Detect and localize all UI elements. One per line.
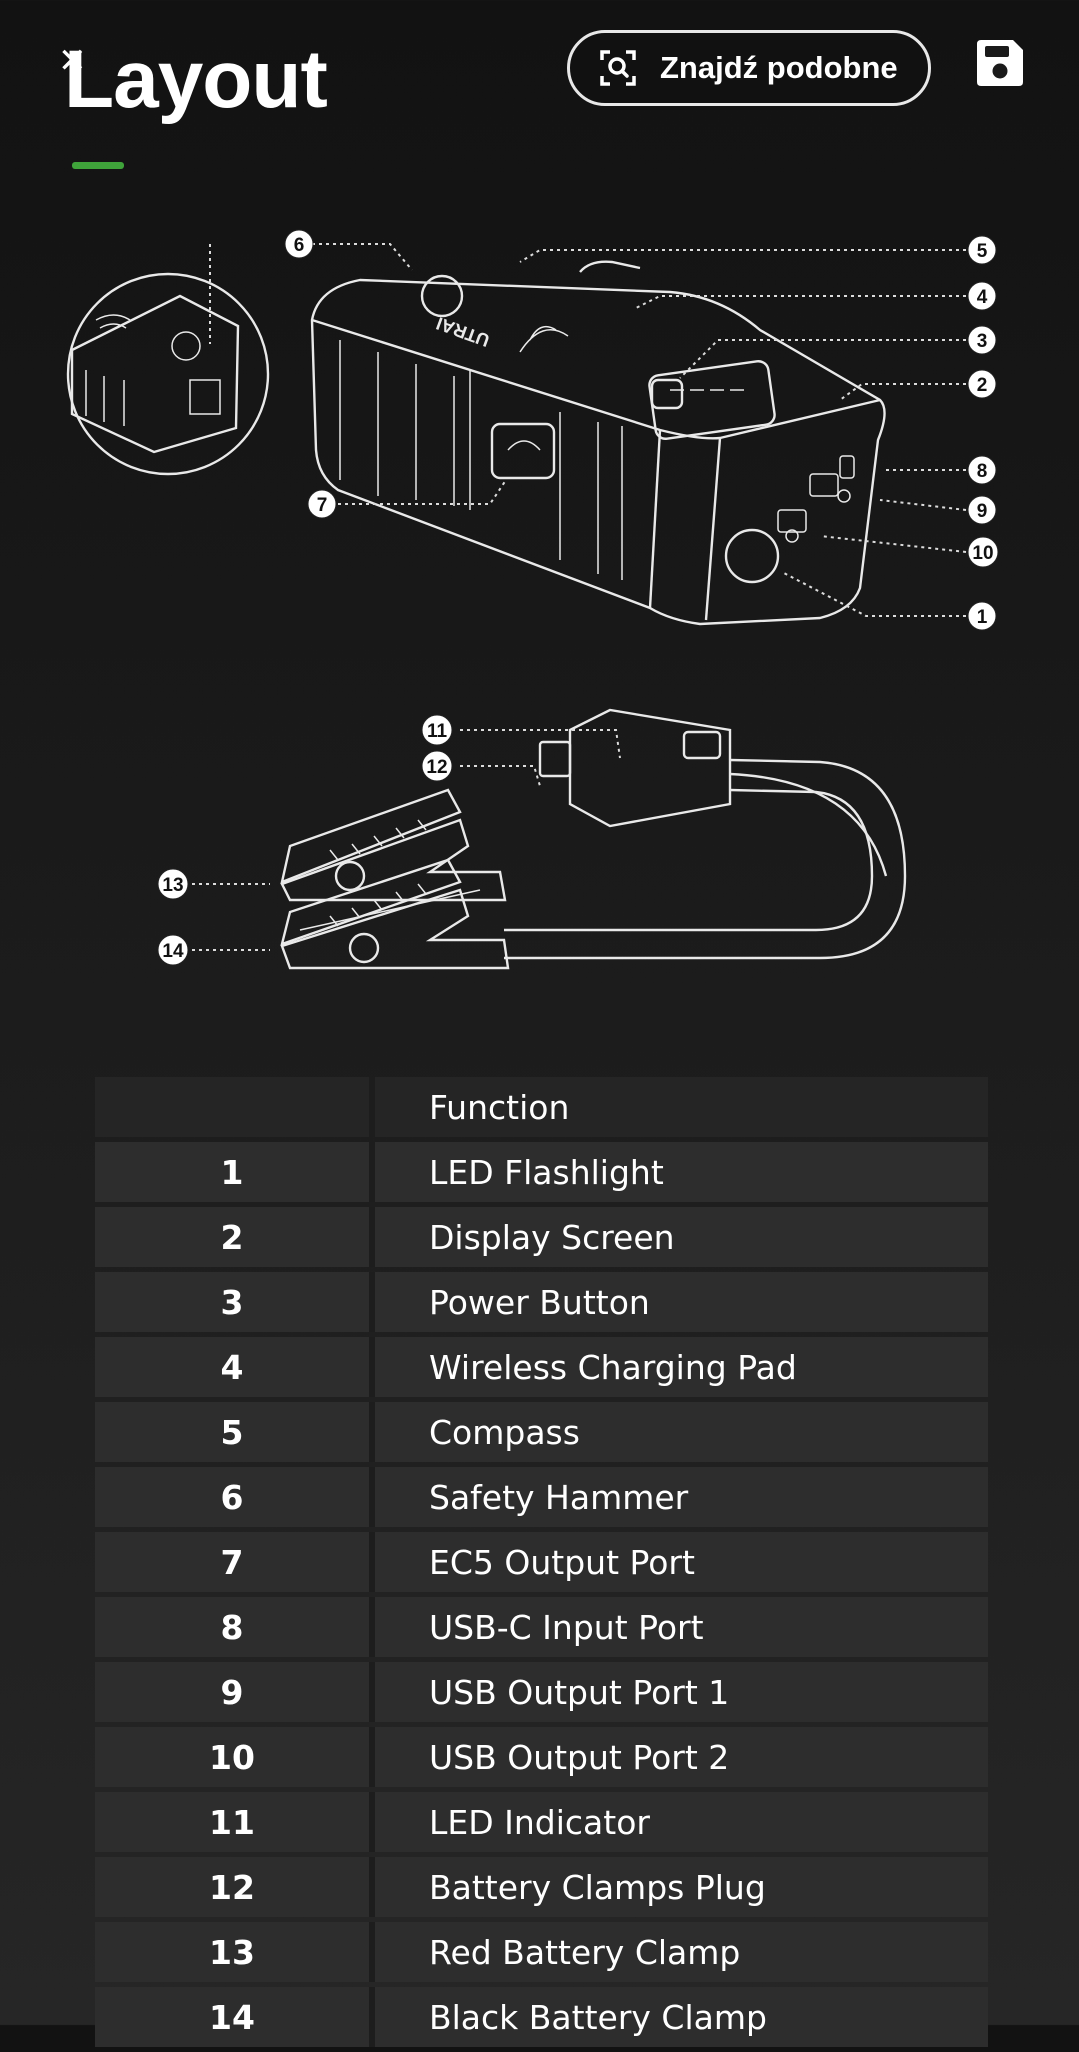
svg-text:14: 14 — [162, 941, 184, 962]
svg-text:2: 2 — [977, 375, 988, 396]
find-similar-label: Znajdź podobne — [660, 50, 898, 85]
svg-text:11: 11 — [427, 721, 448, 742]
svg-text:10: 10 — [972, 543, 993, 564]
callout-14: 14 — [157, 934, 189, 966]
save-icon[interactable] — [973, 36, 1027, 90]
svg-text:9: 9 — [977, 501, 988, 522]
close-icon[interactable]: ✕ — [58, 41, 87, 81]
callout-3: 3 — [967, 325, 997, 355]
svg-text:12: 12 — [426, 757, 447, 778]
row-function: EC5 Output Port — [375, 1532, 988, 1592]
callout-8: 8 — [967, 455, 997, 485]
callout-7: 7 — [307, 489, 337, 519]
svg-text:7: 7 — [317, 495, 328, 516]
row-function: USB-C Input Port — [375, 1597, 988, 1657]
row-function: LED Indicator — [375, 1792, 988, 1852]
row-number: 5 — [95, 1402, 375, 1462]
svg-text:1: 1 — [977, 607, 988, 628]
row-function: Power Button — [375, 1272, 988, 1332]
callout-4: 4 — [967, 281, 997, 311]
row-number: 1 — [95, 1142, 375, 1202]
product-layout-diagram: UTRAI 6 5 4 — [66, 229, 999, 970]
page-title: Layout — [64, 34, 328, 125]
callout-10: 10 — [967, 536, 999, 568]
row-number: 13 — [95, 1922, 375, 1982]
row-function: LED Flashlight — [375, 1142, 988, 1202]
battery-clamps-illustration — [280, 708, 907, 970]
row-number: 7 — [95, 1532, 375, 1592]
jump-starter-illustration: UTRAI — [310, 260, 886, 626]
row-number: 8 — [95, 1597, 375, 1657]
callout-9: 9 — [967, 495, 997, 525]
callout-2: 2 — [967, 369, 997, 399]
header-function-cell: Function — [375, 1077, 988, 1137]
row-function: USB Output Port 1 — [375, 1662, 988, 1722]
row-function: Red Battery Clamp — [375, 1922, 988, 1982]
row-number: 9 — [95, 1662, 375, 1722]
callout-11: 11 — [421, 714, 453, 746]
callout-12: 12 — [421, 750, 453, 782]
row-function: Compass — [375, 1402, 988, 1462]
row-function: Battery Clamps Plug — [375, 1857, 988, 1917]
row-number: 12 — [95, 1857, 375, 1917]
image-search-icon — [600, 50, 636, 86]
title-underline — [72, 162, 124, 169]
header-num-cell — [95, 1077, 375, 1137]
row-function: Wireless Charging Pad — [375, 1337, 988, 1397]
row-function: Safety Hammer — [375, 1467, 988, 1527]
svg-text:3: 3 — [977, 331, 988, 352]
row-function: USB Output Port 2 — [375, 1727, 988, 1787]
row-number: 10 — [95, 1727, 375, 1787]
svg-text:5: 5 — [977, 241, 988, 262]
row-function: Display Screen — [375, 1207, 988, 1267]
row-number: 14 — [95, 1987, 375, 2047]
row-number: 6 — [95, 1467, 375, 1527]
svg-text:4: 4 — [977, 287, 988, 308]
callout-1: 1 — [967, 601, 997, 631]
row-number: 2 — [95, 1207, 375, 1267]
table-header-row: Function — [95, 1077, 988, 1137]
row-number: 3 — [95, 1272, 375, 1332]
callout-6: 6 — [284, 229, 314, 259]
row-number: 4 — [95, 1337, 375, 1397]
svg-text:13: 13 — [162, 875, 183, 896]
callout-13: 13 — [157, 868, 189, 900]
row-function: Black Battery Clamp — [375, 1987, 988, 2047]
find-similar-button[interactable]: Znajdź podobne — [567, 30, 931, 106]
callout-5: 5 — [967, 235, 997, 265]
safety-hammer-inset — [66, 272, 270, 476]
row-number: 11 — [95, 1792, 375, 1852]
svg-text:6: 6 — [294, 235, 305, 256]
svg-text:8: 8 — [977, 461, 988, 482]
svg-text:UTRAI: UTRAI — [434, 313, 493, 351]
